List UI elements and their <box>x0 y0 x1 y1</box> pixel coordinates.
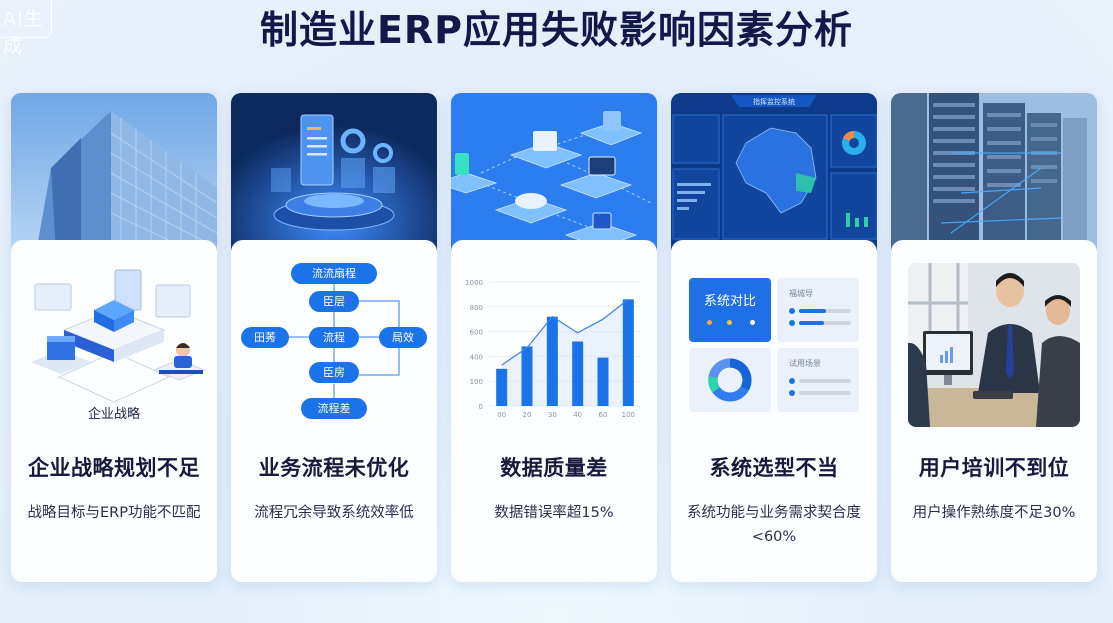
bar <box>496 368 508 406</box>
system-compare-label: 系统对比 <box>703 294 756 309</box>
flow-node-step: 臣房 <box>309 362 359 383</box>
ai-generated-badge: AI生成 <box>0 0 52 57</box>
card-description: 数据错误率超15% <box>494 505 614 521</box>
card-panel: 0 100 400 600 800 1000 00 20 30 40 60 100 数据质量差 数据错… <box>451 240 657 582</box>
card-description: 战略目标与ERP功能不匹配 <box>27 505 201 521</box>
donut-chart-icon <box>708 358 752 402</box>
bar <box>546 316 558 406</box>
x-tick-label: 40 <box>573 411 582 419</box>
y-tick-label: 0 <box>479 403 483 411</box>
factor-card-training: 用户培训不到位 用户操作熟练度不足30% <box>891 93 1097 582</box>
dot-icon <box>707 320 712 325</box>
strategy-isometric-illustration: 企业战略 <box>31 269 206 422</box>
dashboard-map-hero-image: 指挥监控系统 <box>671 93 877 253</box>
system-compare-tile: 系统对比 <box>689 278 771 342</box>
factor-card-system-selection: 指挥监控系统 系统对比 福城导 <box>671 93 877 582</box>
bar <box>622 299 634 406</box>
card-description: 用户操作熟练度不足30% <box>912 505 1076 521</box>
x-tick-label: 20 <box>523 411 532 419</box>
factor-card-data-quality: 0 100 400 600 800 1000 00 20 30 40 60 100 数据质量差 数据错… <box>451 93 657 582</box>
flow-node-end: 流程差 <box>301 398 367 419</box>
y-tick-label: 400 <box>470 353 483 361</box>
area-fill <box>501 299 629 406</box>
trend-line <box>501 298 629 366</box>
x-tick-label: 30 <box>548 411 557 419</box>
y-tick-label: 600 <box>470 329 483 337</box>
bar <box>572 341 584 406</box>
y-tick-label: 800 <box>470 304 483 312</box>
card-title: 企业战略规划不足 <box>28 456 200 480</box>
bar-line-chart: 0 100 400 600 800 1000 00 20 30 40 60 100 <box>465 279 641 419</box>
x-tick-label: 100 <box>622 411 635 419</box>
network-devices-hero-image <box>451 93 657 253</box>
dot-icon <box>727 320 732 325</box>
card-description: 系统功能与业务需求契合度<60% <box>687 505 861 545</box>
dot-icon <box>750 320 755 325</box>
scenario-tile-label: 试用场景 <box>789 359 821 368</box>
card-title: 系统选型不当 <box>709 456 839 480</box>
page-title: 制造业ERP应用失败影响因素分析 <box>259 8 854 52</box>
card-title: 业务流程未优化 <box>258 456 410 480</box>
card-panel: 系统对比 福城导 试用场景 系统选型不当 <box>671 240 877 582</box>
factor-card-strategy: 企业战略 企业战略规划不足 战略目标与ERP功能不匹配 <box>11 93 217 582</box>
card-panel: 流流扇程 臣层 田莠 流程 局效 臣房 流程差 业务流程未优化 流程冗余导致系统… <box>231 240 437 582</box>
flow-node-start: 流流扇程 <box>291 263 377 284</box>
x-tick-label: 60 <box>599 411 608 419</box>
card-panel: 用户培训不到位 用户操作熟练度不足30% <box>891 240 1097 582</box>
x-tick-label: 00 <box>497 411 506 419</box>
flow-node-left: 田莠 <box>241 327 289 348</box>
bar <box>521 346 533 406</box>
flow-node-step: 臣层 <box>309 291 359 312</box>
dashboard-title: 指挥监控系统 <box>753 97 795 106</box>
y-tick-label: 1000 <box>465 279 483 287</box>
flow-node-right: 局效 <box>379 327 427 348</box>
building-hero-image <box>11 93 217 253</box>
metric-tile-label: 福城导 <box>789 289 813 298</box>
flow-node-process: 流程 <box>309 327 359 348</box>
card-title: 用户培训不到位 <box>918 456 1070 480</box>
server-racks-hero-image <box>891 93 1097 253</box>
bar <box>597 357 609 406</box>
factor-card-process: 流流扇程 臣层 田莠 流程 局效 臣房 流程差 业务流程未优化 流程冗余导致系统… <box>231 93 437 582</box>
illustration-label: 企业战略 <box>88 406 140 422</box>
y-tick-label: 100 <box>470 378 483 386</box>
metric-tile: 福城导 <box>777 278 859 342</box>
card-panel: 企业战略 企业战略规划不足 战略目标与ERP功能不匹配 <box>11 240 217 582</box>
holographic-platform-hero-image <box>231 93 437 253</box>
card-description: 流程冗余导致系统效率低 <box>254 505 414 521</box>
card-title: 数据质量差 <box>500 456 608 480</box>
office-training-photo <box>908 263 1080 427</box>
donut-chart-tile <box>689 348 771 412</box>
scenario-tile: 试用场景 <box>777 348 859 412</box>
